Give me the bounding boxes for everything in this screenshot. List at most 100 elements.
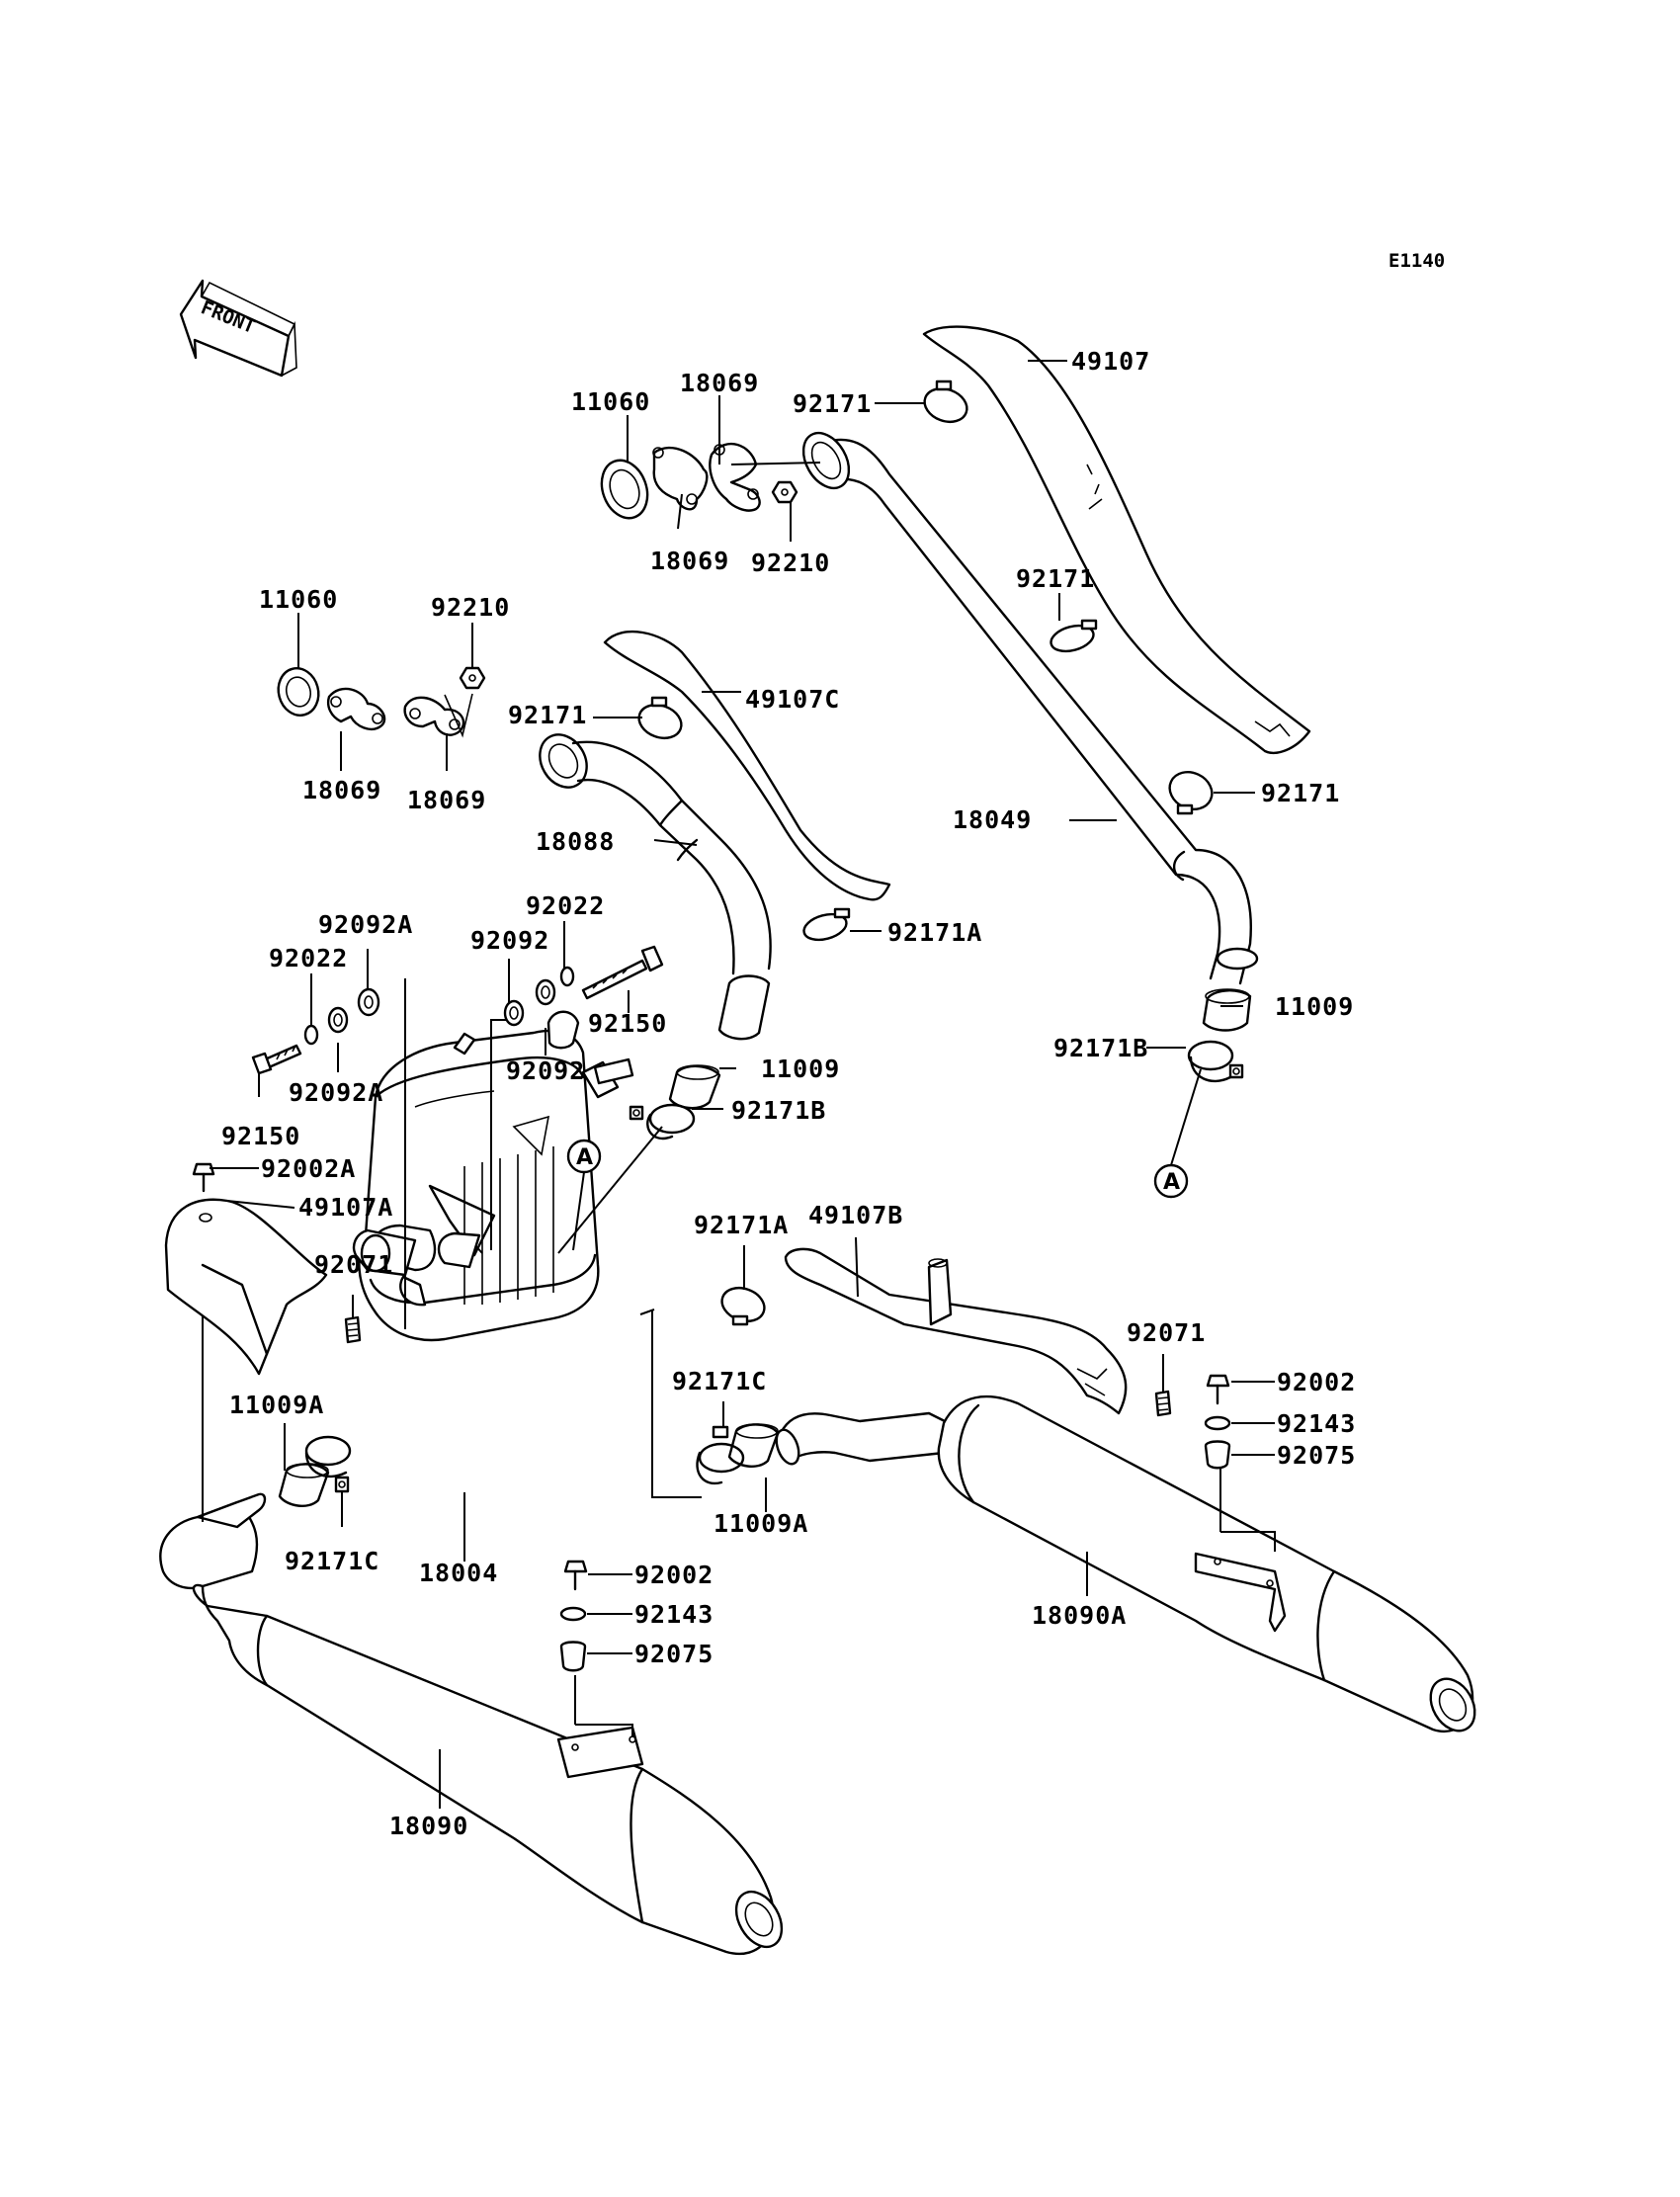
exhaust-pipe-18088 bbox=[539, 733, 772, 1041]
nut-92210-left bbox=[459, 666, 486, 690]
callout-92002A: 92002A bbox=[261, 1154, 356, 1183]
nut-92210-upper bbox=[771, 480, 798, 504]
callout-92171-right: 92171 bbox=[1261, 779, 1340, 807]
callout-92143-mid: 92143 bbox=[634, 1600, 714, 1629]
callout-92171A-low: 92171A bbox=[694, 1211, 789, 1239]
bolt-92002A bbox=[192, 1162, 215, 1193]
callout-18090A: 18090A bbox=[1032, 1601, 1127, 1630]
clamp-92171-middle bbox=[1050, 619, 1098, 653]
grommet-92071-right bbox=[1154, 1390, 1172, 1417]
bolt-92002-mid bbox=[563, 1560, 588, 1591]
callout-92002-right: 92002 bbox=[1277, 1368, 1356, 1396]
callout-49107A: 49107A bbox=[298, 1193, 393, 1222]
callout-92075-mid: 92075 bbox=[634, 1640, 714, 1668]
grommet-92075-right bbox=[1204, 1440, 1231, 1470]
washer-92143-right bbox=[1204, 1415, 1231, 1431]
clamp-92171B-right bbox=[1187, 1040, 1244, 1083]
bolt-92150-left bbox=[251, 1044, 302, 1075]
callout-11060-top: 11060 bbox=[571, 387, 650, 416]
callout-92092A-top: 92092A bbox=[318, 910, 413, 939]
callout-11009-right: 11009 bbox=[1275, 992, 1354, 1021]
front-direction-arrow: FRONT bbox=[179, 279, 297, 378]
callout-92092-mid: 92092 bbox=[470, 926, 549, 955]
clamp-92171A-mid bbox=[802, 907, 851, 942]
clamp-92171-left bbox=[637, 696, 683, 740]
callout-92171-mid: 92171 bbox=[1016, 564, 1095, 593]
clamp-92171B-middle bbox=[629, 1103, 696, 1141]
reference-marker-a-right: A bbox=[1153, 1163, 1189, 1199]
part-callouts: 49107 11060 18069 92171 18069 92210 9217… bbox=[221, 347, 1356, 1840]
callout-92171B-mid: 92171B bbox=[731, 1096, 826, 1125]
connector-11009-middle bbox=[668, 1064, 721, 1110]
exhaust-pipe-18049 bbox=[801, 431, 1259, 985]
callout-92171-top: 92171 bbox=[793, 389, 872, 418]
washer-92143-mid bbox=[559, 1606, 587, 1622]
muffler-18090A bbox=[775, 1395, 1476, 1732]
callout-92171A-mid: 92171A bbox=[887, 918, 982, 947]
callout-11009A-mid: 11009A bbox=[714, 1509, 808, 1538]
exhaust-cover-49107A bbox=[164, 1198, 328, 1376]
callout-92171C-mid: 92171C bbox=[672, 1367, 767, 1395]
callout-18088: 18088 bbox=[536, 827, 615, 856]
callout-49107B: 49107B bbox=[808, 1201, 903, 1229]
connector-11009A-left bbox=[278, 1463, 330, 1507]
callout-92075-right: 92075 bbox=[1277, 1441, 1356, 1470]
reference-marker-a-left-text: A bbox=[576, 1145, 593, 1170]
callout-18090: 18090 bbox=[389, 1812, 468, 1840]
nut-92092-mid bbox=[535, 978, 556, 1006]
callout-92092-bot: 92092 bbox=[506, 1056, 585, 1085]
bolt-92002-right bbox=[1206, 1374, 1230, 1405]
callout-18049: 18049 bbox=[953, 805, 1032, 834]
muffler-18090 bbox=[159, 1492, 784, 1955]
flange-18069-upper-b bbox=[709, 443, 761, 512]
callout-92022-mid: 92022 bbox=[526, 891, 605, 920]
clamp-92171A-low bbox=[720, 1286, 766, 1326]
callout-92092A-bot: 92092A bbox=[289, 1078, 383, 1107]
callout-92150-left: 92150 bbox=[221, 1122, 300, 1150]
callout-49107C: 49107C bbox=[745, 685, 840, 714]
callout-18069-top2: 18069 bbox=[650, 547, 729, 575]
nut-92092A-left-a bbox=[327, 1006, 349, 1034]
connector-11009-right bbox=[1202, 988, 1252, 1032]
callout-92071-right: 92071 bbox=[1127, 1318, 1206, 1347]
flange-18069-left-a bbox=[327, 687, 386, 730]
clamp-92171C-mid bbox=[696, 1425, 745, 1485]
callout-11009-mid: 11009 bbox=[761, 1055, 840, 1083]
washer-92022-left bbox=[303, 1024, 319, 1046]
callout-92210-top: 92210 bbox=[751, 549, 830, 577]
exhaust-chamber-18004 bbox=[352, 1010, 634, 1342]
leader-lines bbox=[202, 360, 1276, 1809]
callout-92150-mid: 92150 bbox=[588, 1009, 667, 1038]
callout-18069-top: 18069 bbox=[680, 369, 759, 397]
callout-92002-mid: 92002 bbox=[634, 1561, 714, 1589]
callout-11009A-left: 11009A bbox=[229, 1391, 324, 1419]
grommet-92075-mid bbox=[559, 1641, 587, 1672]
clamp-92171-upper bbox=[923, 380, 968, 424]
callout-11060-left: 11060 bbox=[259, 585, 338, 614]
callout-92171-left: 92171 bbox=[508, 701, 587, 729]
exhaust-cover-49107B bbox=[784, 1247, 1128, 1415]
nut-92092A-left-b bbox=[357, 987, 380, 1017]
reference-marker-a-right-text: A bbox=[1163, 1170, 1180, 1195]
flange-18069-left-b bbox=[403, 696, 465, 736]
clamp-92171-right bbox=[1168, 771, 1214, 815]
callout-92210-left: 92210 bbox=[431, 593, 510, 622]
gasket-11060-upper bbox=[600, 459, 649, 520]
exhaust-cover-49107C bbox=[603, 630, 891, 901]
grommet-92071-left bbox=[344, 1315, 362, 1344]
callout-92171B-right: 92171B bbox=[1053, 1034, 1148, 1062]
flange-spacer-line bbox=[444, 693, 473, 738]
flange-18069-upper-a bbox=[652, 446, 709, 511]
callout-18069-left1: 18069 bbox=[302, 776, 381, 804]
washer-92022-mid bbox=[559, 966, 575, 987]
callout-18069-left2: 18069 bbox=[407, 786, 486, 814]
nut-92092-mid-b bbox=[503, 999, 525, 1027]
callout-92143-right: 92143 bbox=[1277, 1409, 1356, 1438]
callout-92022-left: 92022 bbox=[269, 944, 348, 972]
diagram-code: E1140 bbox=[1388, 250, 1445, 272]
callout-92171C-left: 92171C bbox=[285, 1547, 379, 1575]
reference-marker-a-left: A bbox=[566, 1139, 602, 1174]
bolt-92150-mid bbox=[581, 945, 664, 1000]
